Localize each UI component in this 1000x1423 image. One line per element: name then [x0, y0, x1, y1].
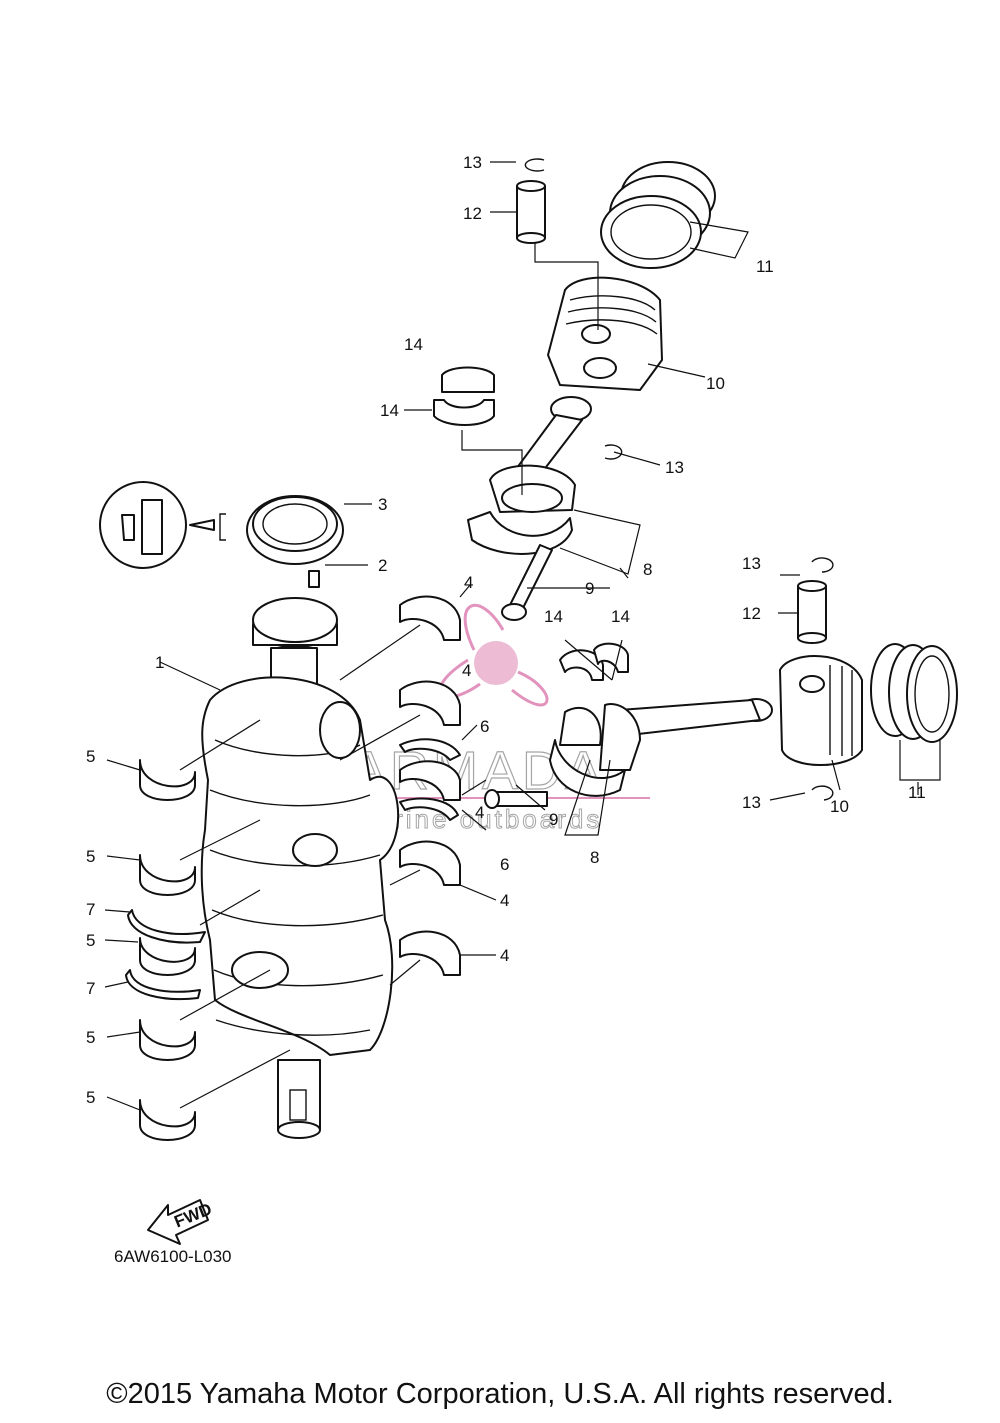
callout-13: 13 — [742, 554, 761, 573]
callout-9: 9 — [549, 810, 558, 829]
callout-13: 13 — [742, 793, 761, 812]
rod-bearing-part — [559, 642, 629, 681]
callout-5: 5 — [86, 847, 95, 866]
circlip-part — [811, 785, 834, 801]
callout-7: 7 — [86, 900, 95, 919]
callout-2: 2 — [378, 556, 387, 575]
callout-13: 13 — [463, 153, 482, 172]
circlip-part — [524, 158, 545, 172]
callout-14: 14 — [404, 335, 423, 354]
fwd-arrow-icon: FWD — [147, 1199, 214, 1245]
circlip-part — [604, 444, 623, 460]
main-bearing-upper-part — [399, 595, 461, 976]
callout-11: 11 — [908, 783, 926, 802]
thrust-bearing-part — [399, 738, 461, 821]
callout-1: 1 — [155, 653, 164, 672]
connecting-rod-part — [467, 396, 592, 555]
piston-pin-part — [797, 580, 827, 644]
callout-11: 11 — [756, 257, 774, 276]
upper-piston-assembly — [433, 158, 716, 621]
callout-4: 4 — [464, 573, 473, 592]
callout-9: 9 — [585, 579, 594, 598]
callout-12: 12 — [463, 204, 482, 223]
callout-14: 14 — [611, 607, 630, 626]
callout-12: 12 — [742, 604, 761, 623]
callout-10: 10 — [706, 374, 725, 393]
callout-8: 8 — [643, 560, 652, 579]
callout-10: 10 — [830, 797, 849, 816]
callout-5: 5 — [86, 1088, 95, 1107]
callout-4: 4 — [500, 891, 509, 910]
callout-5: 5 — [86, 931, 95, 950]
callout-5: 5 — [86, 1028, 95, 1047]
callout-3: 3 — [378, 495, 387, 514]
dowel-pin-part — [308, 570, 320, 588]
callout-4: 4 — [462, 661, 471, 680]
piston-rings-part — [600, 161, 716, 269]
lower-piston-assembly — [484, 557, 958, 809]
piston-rings-part — [870, 643, 958, 743]
main-bearing-lower-part — [139, 759, 196, 1141]
callout-4: 4 — [475, 803, 484, 822]
callout-8: 8 — [590, 848, 599, 867]
callouts: 1 2 3 4 4 4 4 4 5 5 5 5 5 6 6 7 7 8 8 9 … — [86, 153, 926, 1107]
callout-6: 6 — [500, 855, 509, 874]
piston-pin-part — [516, 180, 546, 244]
copyright-notice: ©2015 Yamaha Motor Corporation, U.S.A. A… — [106, 1378, 894, 1410]
oil-seal-part — [246, 495, 344, 565]
callout-14: 14 — [380, 401, 399, 420]
thrust-washer-part — [125, 909, 206, 1001]
drawing-code: 6AW6100-L030 — [114, 1247, 232, 1266]
callout-5: 5 — [86, 747, 95, 766]
callout-14: 14 — [544, 607, 563, 626]
rod-bolt-part — [501, 544, 553, 621]
circlip-part — [811, 557, 834, 573]
piston-part — [779, 655, 863, 766]
rod-bearing-part — [433, 366, 495, 426]
callout-6: 6 — [480, 717, 489, 736]
callout-7: 7 — [86, 979, 95, 998]
leader-lines — [104, 161, 941, 1111]
crankshaft-part — [200, 597, 400, 1139]
callout-4: 4 — [500, 946, 509, 965]
seal-detail-inset — [99, 481, 226, 569]
callout-13: 13 — [665, 458, 684, 477]
piston-part — [547, 276, 663, 391]
rod-bolt-part — [484, 789, 548, 809]
